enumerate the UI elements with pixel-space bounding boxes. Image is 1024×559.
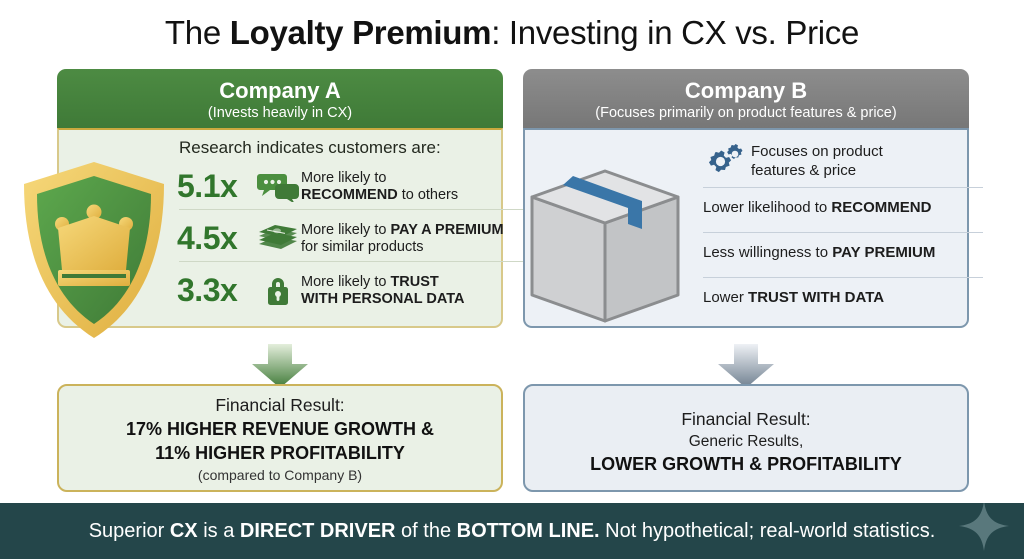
result-bold-b: PROFITABILITY [767, 454, 902, 474]
company-a-name: Company A [219, 78, 341, 103]
company-b-item-trust: Lower TRUST WITH DATA [703, 288, 993, 307]
result-label: Financial Result: [681, 409, 811, 429]
company-b-item-text: Less willingness to PAY PREMIUM [703, 243, 935, 262]
result-line-1-post: & [416, 419, 435, 439]
result-note: (compared to Company B) [197, 467, 363, 483]
company-b-result: Financial Result: Generic Results, LOWER… [523, 384, 969, 492]
result-line-1: 17% HIGHER REVENUE GROWTH & [59, 417, 501, 441]
item-pre: Lower [703, 289, 749, 306]
arrow-down-company-a [250, 344, 310, 388]
result-line-2: 11% HIGHER PROFITABILITY [59, 441, 501, 465]
company-b-item-focus: Focuses on product features & price [703, 142, 993, 180]
divider [703, 232, 983, 233]
item-line-1: Focuses on product [751, 143, 883, 160]
result-generic-line: Generic Results, [688, 433, 804, 450]
footer-mid-2: of the [395, 520, 457, 542]
speech-bubbles-icon [255, 172, 301, 202]
page-title: The Loyalty Premium: Investing in CX vs.… [0, 13, 1024, 53]
footer-pre: Superior [88, 520, 170, 542]
company-b-item-text: Focuses on product features & price [751, 142, 883, 180]
stat-line1: More likely to [301, 273, 391, 290]
stat-line1: More likely to [301, 169, 387, 186]
company-b-header: Company B (Focuses primarily on product … [523, 69, 969, 128]
footer-bold-cx: CX [169, 520, 198, 542]
stat-description: More likely to RECOMMEND to others [301, 170, 458, 204]
company-b-item-text: Lower TRUST WITH DATA [703, 288, 884, 307]
company-a-header: Company A (Invests heavily in CX) [57, 69, 503, 128]
result-line-2-bold: 11% HIGHER PROFITABILITY [155, 443, 405, 463]
result-amp: & [744, 454, 768, 474]
gears-icon [703, 143, 751, 179]
stat-line2-bold: RECOMMEND [301, 186, 398, 203]
result-bold-a: LOWER GROWTH [590, 454, 745, 474]
stat-row-pay-premium: 4.5x More likely to PAY A PRE [177, 220, 537, 257]
lock-icon [255, 274, 301, 308]
stat-line1-bold: TRUST [390, 273, 439, 290]
footer-text: Superior CX is a DIRECT DRIVER of the BO… [0, 517, 1024, 545]
arrow-down-company-b [716, 344, 776, 388]
stat-multiplier: 4.5x [177, 220, 238, 256]
footer-bold-driver: DIRECT DRIVER [239, 520, 396, 542]
footer-mid-1: is a [197, 520, 240, 542]
stat-multiplier: 5.1x [177, 168, 238, 204]
divider [703, 187, 983, 188]
company-a-result: Financial Result: 17% HIGHER REVENUE GRO… [57, 384, 503, 492]
stat-line2-bold: WITH PERSONAL DATA [301, 290, 465, 307]
company-b-name: Company B [684, 78, 808, 103]
company-b-card: Company B (Focuses primarily on product … [523, 69, 983, 328]
company-b-item-pay-premium: Less willingness to PAY PREMIUM [703, 243, 993, 262]
sparkle-diamond-icon [957, 503, 1011, 558]
result-lower-growth-line: LOWER GROWTH & PROFITABILITY [525, 452, 967, 476]
stat-line1: More likely to [301, 221, 391, 238]
company-a-intro: Research indicates customers are: [179, 138, 441, 157]
title-bold: Loyalty Premium [229, 14, 492, 51]
divider [703, 277, 983, 278]
stat-description: More likely to TRUST WITH PERSONAL DATA [301, 274, 465, 308]
stat-row-recommend: 5.1x More likely to RECOMMEND to others [177, 168, 537, 205]
result-label: Financial Result: [215, 395, 345, 415]
result-line-1-bold: 17% HIGHER REVENUE GROWTH [125, 419, 417, 439]
stat-description: More likely to PAY A PREMIUM for similar… [301, 222, 504, 256]
company-a-subtitle: (Invests heavily in CX) [207, 105, 353, 121]
item-bold: TRUST WITH DATA [748, 289, 885, 306]
cardboard-box-icon [510, 145, 700, 350]
shield-crown-icon [18, 158, 170, 347]
stat-row-trust: 3.3x More likely to TRUST WITH PERSONAL … [177, 272, 537, 309]
item-bold: RECOMMEND [831, 199, 932, 216]
company-b-item-recommend: Lower likelihood to RECOMMEND [703, 198, 993, 217]
stat-line2-post: to others [397, 186, 459, 203]
title-pre: The [164, 14, 230, 51]
footer-banner: Superior CX is a DIRECT DRIVER of the BO… [0, 503, 1024, 559]
stat-multiplier: 3.3x [177, 272, 238, 308]
cash-stack-icon [255, 223, 301, 255]
stat-line2: for similar products [301, 238, 424, 255]
divider [179, 209, 531, 210]
title-post: : Investing in CX vs. Price [491, 14, 860, 51]
divider [179, 261, 531, 262]
stat-line1-bold: PAY A PREMIUM [390, 221, 504, 238]
item-pre: Less willingness to [703, 244, 833, 261]
company-b-item-text: Lower likelihood to RECOMMEND [703, 198, 931, 217]
footer-bold-bottom-line: BOTTOM LINE. [456, 520, 600, 542]
footer-post: Not hypothetical; real-world statistics. [599, 520, 936, 542]
item-bold: PAY PREMIUM [832, 244, 936, 261]
item-pre: Lower likelihood to [703, 199, 832, 216]
company-b-subtitle: (Focuses primarily on product features &… [595, 105, 897, 121]
item-line-2: features & price [751, 162, 857, 179]
